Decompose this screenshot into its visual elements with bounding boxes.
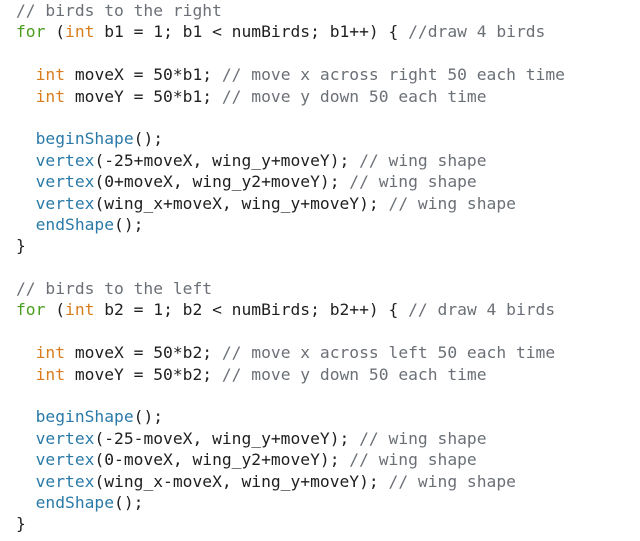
- code-text: [16, 472, 36, 491]
- code-comment: // move x across left 50 each time: [221, 343, 556, 363]
- code-comment: // draw 4 birds: [408, 300, 556, 320]
- code-text: [16, 194, 36, 213]
- code-keyword: for: [16, 300, 46, 320]
- code-line: beginShape();: [16, 406, 640, 427]
- code-function: vertex: [35, 150, 95, 170]
- code-text: b1 = 1; b1 < numBirds; b1++) {: [94, 22, 409, 42]
- code-text: (0-moveX, wing_y2+moveY);: [94, 450, 350, 470]
- code-type: int: [35, 86, 66, 106]
- code-line: endShape();: [16, 492, 640, 513]
- code-type: int: [35, 364, 66, 384]
- code-comment: // wing shape: [349, 172, 477, 192]
- code-line: int moveX = 50*b2; // move x across left…: [16, 342, 640, 363]
- code-line: int moveY = 50*b1; // move y down 50 eac…: [16, 86, 640, 107]
- code-comment: // move y down 50 each time: [221, 86, 487, 106]
- code-line: vertex(-25+moveX, wing_y+moveY); // wing…: [16, 150, 640, 171]
- code-text: ();: [133, 129, 164, 149]
- code-comment: // wing shape: [359, 428, 487, 448]
- code-function: endShape: [35, 214, 115, 234]
- code-text: (wing_x+moveX, wing_y+moveY);: [94, 193, 389, 213]
- code-comment: // move x across right 50 each time: [221, 65, 565, 85]
- code-line: [16, 257, 640, 278]
- code-type: int: [65, 300, 95, 320]
- code-text: }: [16, 236, 26, 256]
- code-text: (0+moveX, wing_y2+moveY);: [94, 172, 350, 192]
- code-line: int moveY = 50*b2; // move y down 50 eac…: [16, 364, 640, 385]
- code-line: }: [16, 513, 640, 534]
- code-text: ();: [114, 214, 144, 234]
- code-comment: // wing shape: [349, 450, 477, 470]
- code-function: beginShape: [35, 129, 134, 149]
- code-keyword: for: [16, 22, 46, 42]
- code-text: [16, 172, 36, 191]
- code-line: // birds to the right: [16, 0, 640, 21]
- code-comment: // wing shape: [388, 193, 516, 213]
- code-text: ();: [114, 492, 144, 512]
- code-line: beginShape();: [16, 128, 640, 149]
- code-line: vertex(wing_x-moveX, wing_y+moveY); // w…: [16, 471, 640, 492]
- code-comment: // birds to the left: [16, 279, 213, 299]
- code-text: moveY = 50*b1;: [65, 86, 222, 106]
- code-function: vertex: [35, 471, 95, 491]
- code-function: vertex: [35, 193, 95, 213]
- code-text: [16, 343, 36, 362]
- code-text: moveX = 50*b1;: [65, 65, 222, 85]
- code-text: (-25+moveX, wing_y+moveY);: [94, 150, 360, 170]
- code-text: [16, 87, 36, 106]
- code-function: beginShape: [35, 407, 134, 427]
- code-function: endShape: [35, 492, 115, 512]
- code-line: vertex(wing_x+moveX, wing_y+moveY); // w…: [16, 193, 640, 214]
- code-comment: // birds to the right: [16, 1, 222, 20]
- code-type: int: [35, 65, 66, 85]
- code-text: (: [45, 22, 66, 42]
- code-text: b2 = 1; b2 < numBirds; b2++) {: [94, 300, 409, 320]
- code-text: (wing_x-moveX, wing_y+moveY);: [94, 471, 389, 491]
- code-line: [16, 43, 640, 64]
- code-text: [16, 65, 36, 84]
- code-text: }: [16, 514, 26, 534]
- code-comment: // wing shape: [359, 150, 487, 170]
- code-text: [16, 407, 36, 426]
- code-function: vertex: [35, 450, 95, 470]
- code-text: ();: [133, 407, 164, 427]
- code-line: for (int b1 = 1; b1 < numBirds; b1++) { …: [16, 21, 640, 42]
- code-text: moveY = 50*b2;: [65, 364, 222, 384]
- code-line: [16, 321, 640, 342]
- code-line: [16, 385, 640, 406]
- code-text: [16, 365, 36, 384]
- code-comment: // wing shape: [388, 471, 516, 491]
- code-text: moveX = 50*b2;: [65, 343, 222, 363]
- code-line: int moveX = 50*b1; // move x across righ…: [16, 64, 640, 85]
- code-line: vertex(0-moveX, wing_y2+moveY); // wing …: [16, 449, 640, 470]
- code-line: vertex(-25-moveX, wing_y+moveY); // wing…: [16, 428, 640, 449]
- code-text: [16, 215, 36, 234]
- code-text: [16, 429, 36, 448]
- code-text: (: [45, 300, 66, 320]
- code-line: endShape();: [16, 214, 640, 235]
- code-line: vertex(0+moveX, wing_y2+moveY); // wing …: [16, 171, 640, 192]
- code-function: vertex: [35, 428, 95, 448]
- code-line: }: [16, 235, 640, 256]
- code-text: [16, 129, 36, 148]
- code-function: vertex: [35, 172, 95, 192]
- code-text: [16, 450, 36, 469]
- code-line: for (int b2 = 1; b2 < numBirds; b2++) { …: [16, 299, 640, 320]
- code-line: // birds to the left: [16, 278, 640, 299]
- code-type: int: [35, 343, 66, 363]
- code-text: [16, 493, 36, 512]
- code-text: [16, 151, 36, 170]
- code-text: (-25-moveX, wing_y+moveY);: [94, 428, 360, 448]
- code-type: int: [65, 22, 95, 42]
- code-line: [16, 107, 640, 128]
- code-comment: //draw 4 birds: [408, 22, 546, 42]
- code-comment: // move y down 50 each time: [221, 364, 487, 384]
